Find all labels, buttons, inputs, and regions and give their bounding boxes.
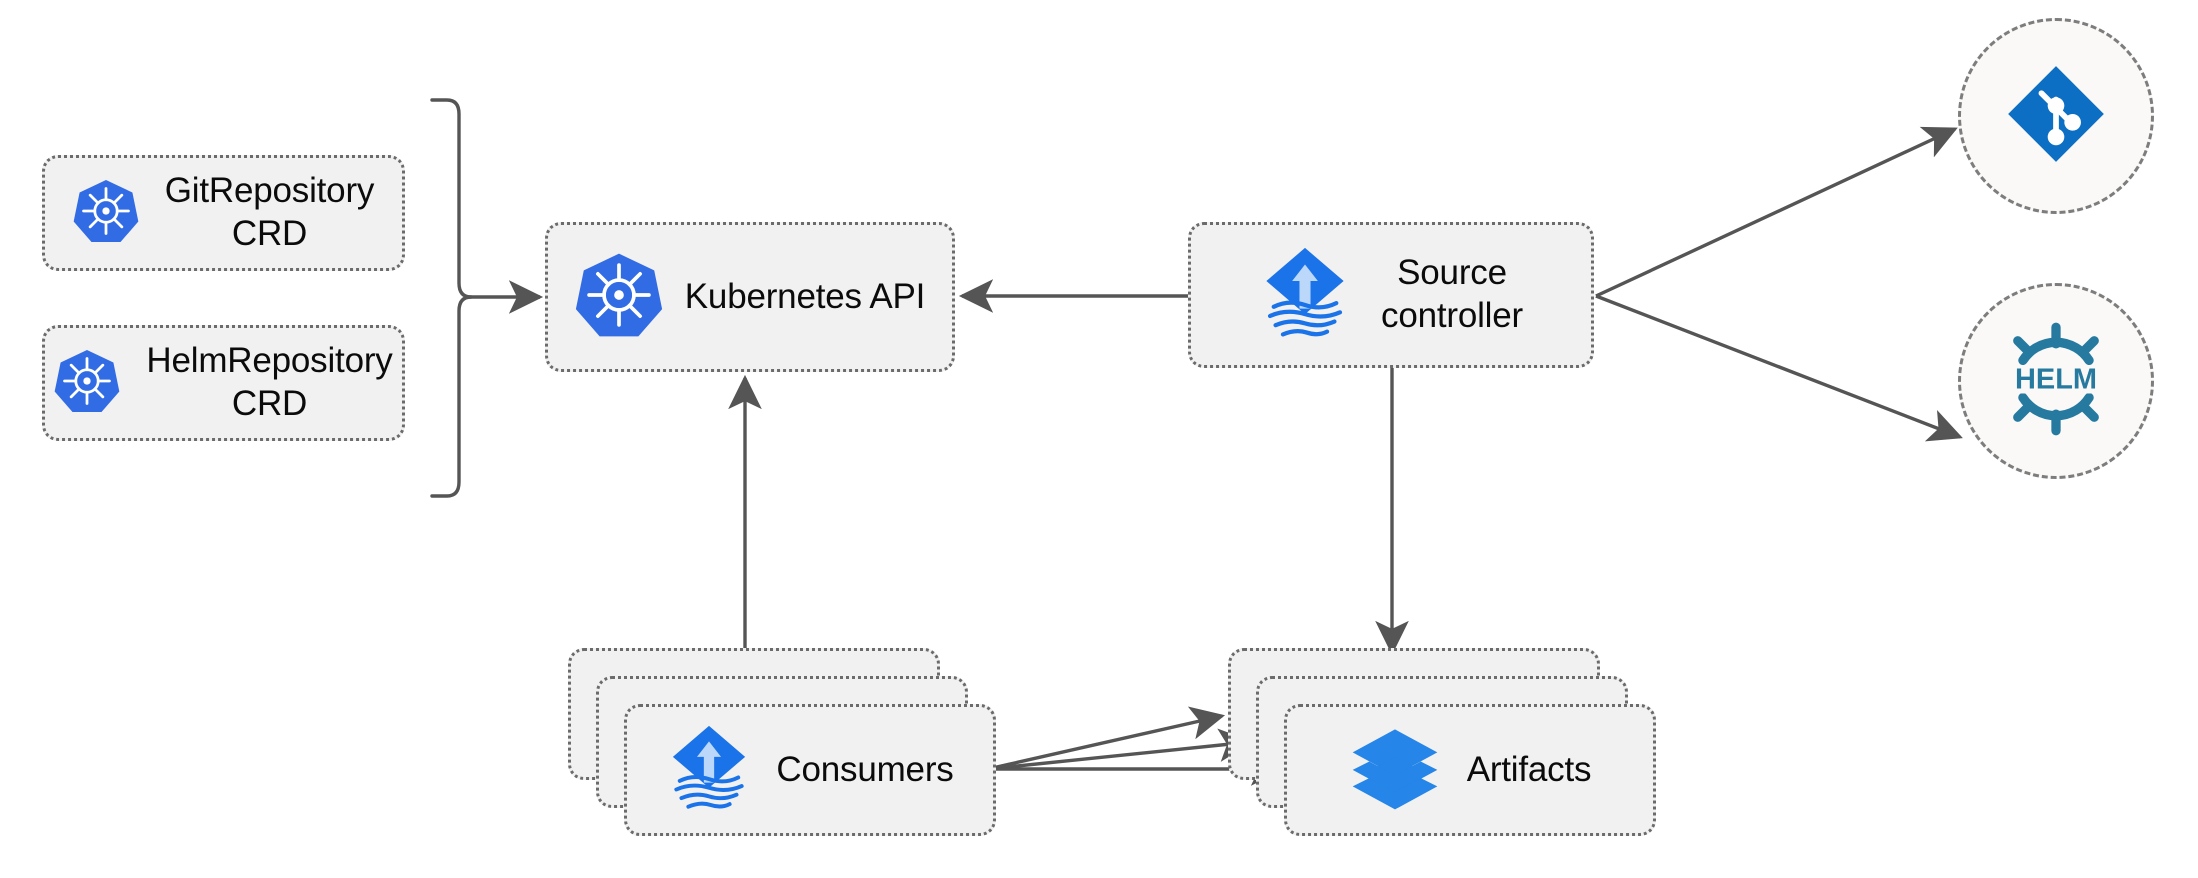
consumers-node[interactable]: Consumers xyxy=(624,704,996,836)
edge-consumers-to-artifacts-2 xyxy=(987,728,1254,771)
helm-icon: HELM xyxy=(1994,317,2118,446)
kubernetes-icon xyxy=(54,348,120,419)
kubernetes-icon xyxy=(73,178,139,249)
helmrepository-crd-node[interactable]: HelmRepository CRD xyxy=(42,325,405,441)
edge-consumers-to-artifacts-1 xyxy=(987,706,1226,771)
helm-repository-node[interactable]: HELM xyxy=(1958,283,2154,479)
kubernetes-api-node[interactable]: Kubernetes API xyxy=(545,222,955,372)
layers-icon xyxy=(1349,722,1441,819)
gitrepository-crd-node[interactable]: GitRepository CRD xyxy=(42,155,405,271)
consumers-label: Consumers xyxy=(776,749,954,789)
crd-group-bracket xyxy=(430,98,473,498)
edge-source-controller-to-git xyxy=(1595,126,1958,298)
artifacts-node[interactable]: Artifacts xyxy=(1284,704,1656,836)
helm-wordmark: HELM xyxy=(2015,363,2097,395)
helmrepository-crd-label: HelmRepository CRD xyxy=(146,341,393,423)
kubernetes-api-label: Kubernetes API xyxy=(684,276,926,316)
flux-icon xyxy=(666,722,752,819)
source-controller-label: Source controller xyxy=(1381,253,1523,335)
edge-source-controller-to-helm xyxy=(1595,294,1963,442)
git-repository-node[interactable] xyxy=(1958,18,2154,214)
source-controller-node[interactable]: Source controller xyxy=(1188,222,1594,368)
artifacts-label: Artifacts xyxy=(1466,749,1592,789)
flux-icon xyxy=(1259,244,1351,347)
kubernetes-icon xyxy=(575,251,663,344)
git-icon xyxy=(2004,62,2108,171)
gitrepository-crd-label: GitRepository CRD xyxy=(164,171,375,253)
